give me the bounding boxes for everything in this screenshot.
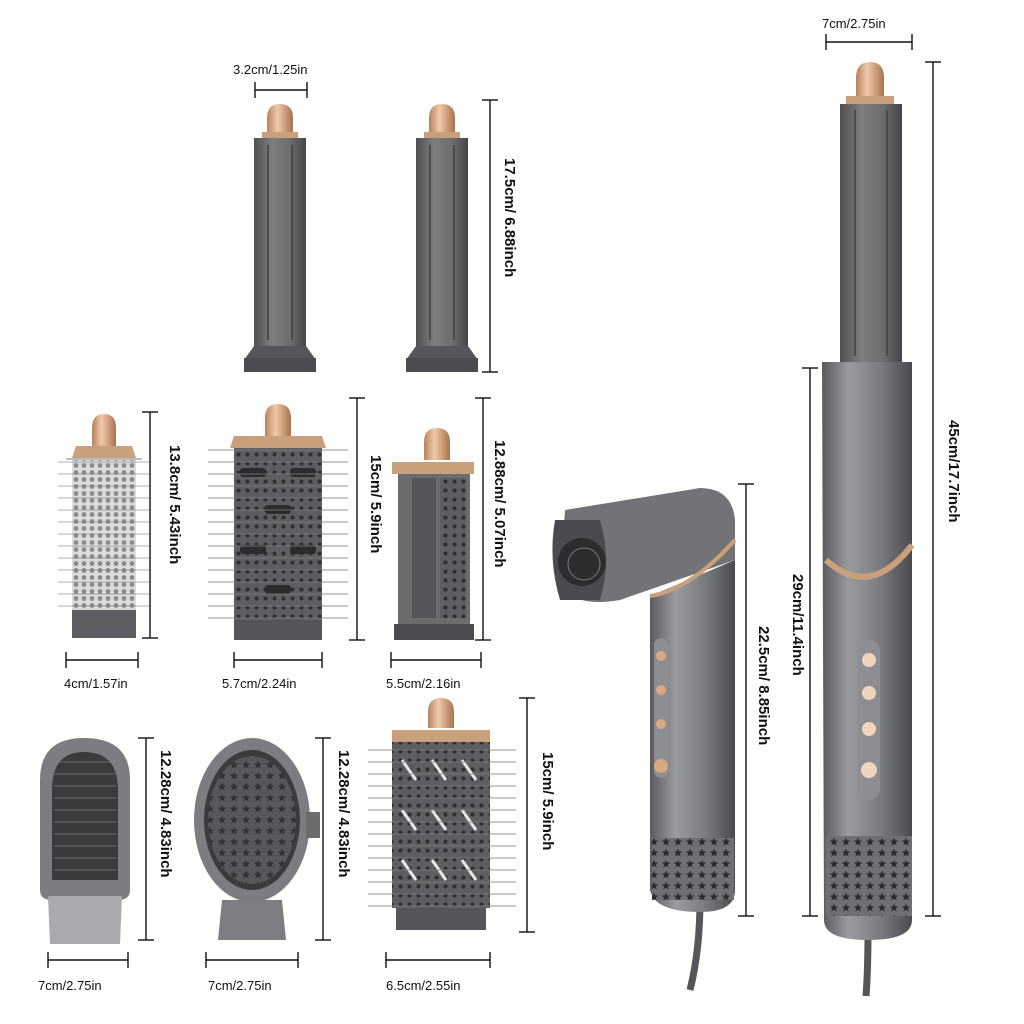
round-small-height-label: 13.8cm/ 5.43inch	[166, 445, 183, 565]
smoothing-brush	[392, 428, 474, 640]
curling-barrel-left	[244, 104, 316, 372]
round-medium-height-label: 15cm/ 5.9inch	[367, 455, 384, 554]
round-small-width-label: 4cm/1.57in	[64, 676, 128, 691]
round-large-width-label: 6.5cm/2.55in	[386, 978, 461, 993]
curling-barrel-right	[406, 104, 478, 372]
hair-dryer	[552, 488, 737, 991]
total-height-label: 45cm/17.7inch	[945, 420, 962, 523]
round-large-height-label: 15cm/ 5.9inch	[539, 752, 556, 851]
barrel-height-label: 17.5cm/ 6.88inch	[501, 158, 518, 278]
dimension-lines	[47, 34, 941, 968]
round-medium-width-label: 5.7cm/2.24in	[222, 676, 297, 691]
oval-brush	[194, 738, 320, 940]
handle-height-label: 29cm/11.4inch	[789, 574, 806, 676]
paddle-height-label: 12.28cm/ 4.83inch	[157, 750, 174, 878]
smoothing-width-label: 5.5cm/2.16in	[386, 676, 461, 691]
paddle-brush	[40, 738, 130, 944]
round-brush-medium	[208, 404, 348, 640]
barrel-width-label: 3.2cm/1.25in	[233, 62, 308, 77]
handle-width-label: 7cm/2.75in	[822, 16, 886, 31]
oval-width-label: 7cm/2.75in	[208, 978, 272, 993]
paddle-width-label: 7cm/2.75in	[38, 978, 102, 993]
smoothing-height-label: 12.88cm/ 5.07inch	[491, 440, 508, 568]
styler-handle	[822, 62, 915, 997]
oval-height-label: 12.28cm/ 4.83inch	[335, 750, 352, 878]
dryer-height-label: 22.5cm/ 8.85inch	[755, 626, 772, 746]
round-brush-large	[368, 698, 516, 930]
round-brush-small	[58, 414, 150, 638]
